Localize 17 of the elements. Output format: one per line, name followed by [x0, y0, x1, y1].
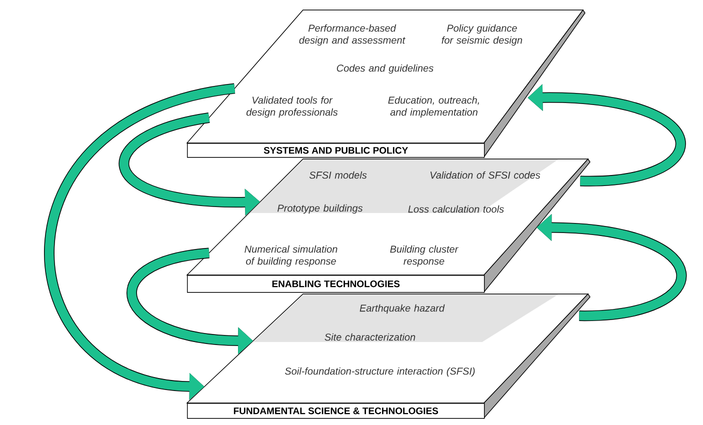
band-label: ENABLING TECHNOLOGIES [187, 275, 485, 293]
band-label: SYSTEMS AND PUBLIC POLICY [187, 143, 485, 158]
item-label: Loss calculation tools [408, 205, 504, 213]
item-label: Validation of SFSI codes [430, 171, 540, 179]
band-label: FUNDAMENTAL SCIENCE & TECHNOLOGIES [187, 402, 485, 419]
item-label: Prototype buildings [278, 204, 363, 214]
item-label: Validated tools for design professionals [246, 96, 338, 118]
item-label: Soil-foundation-structure interaction (SFSI) [284, 367, 475, 377]
item-label: SFSI models [309, 171, 367, 179]
item-label: Site characterization [324, 333, 416, 341]
item-label: Codes and guidelines [336, 64, 434, 74]
item-label: Earthquake hazard [360, 304, 445, 314]
item-label: Building cluster response [390, 245, 458, 267]
item-label: Education, outreach, and implementation [388, 96, 479, 118]
item-label: Performance-based design and assessment [299, 24, 406, 46]
item-label: Numerical simulation of building response [244, 245, 338, 267]
item-label: Policy guidance for seismic design [442, 24, 522, 46]
